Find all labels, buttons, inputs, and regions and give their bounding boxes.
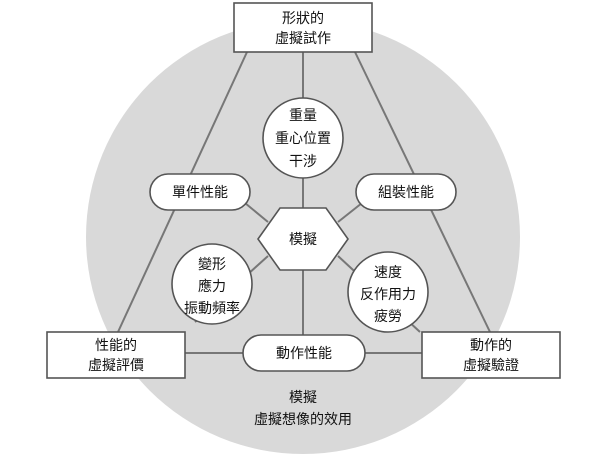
node-pill	[149, 173, 251, 211]
node-circle	[262, 97, 344, 179]
node-simulation-center: 模擬	[257, 207, 349, 271]
node-line3: 干涉	[289, 154, 317, 170]
node-deformation-stress: 變形 應力 振動頻率	[171, 243, 253, 325]
node-line2: 虛擬試作	[275, 31, 331, 47]
node-motion-virtual-verification: 動作的 虛擬驗證	[421, 331, 561, 379]
node-line2: 應力	[198, 278, 226, 295]
node-label: 模擬	[289, 232, 317, 248]
node-line2: 虛擬評價	[88, 357, 144, 374]
node-box	[421, 331, 561, 379]
caption-line2: 虛擬想像的效用	[254, 412, 352, 428]
node-motion-performance: 動作性能	[242, 334, 366, 372]
node-performance-virtual-evaluation: 性能的 虛擬評價	[46, 331, 186, 379]
node-line1: 速度	[374, 265, 402, 281]
node-line1: 形狀的	[282, 11, 324, 27]
node-circle	[347, 251, 429, 333]
node-pill	[242, 334, 366, 372]
node-shape-virtual-prototype: 形狀的 虛擬試作	[233, 2, 373, 53]
edge-unit-center	[244, 202, 269, 223]
node-line3: 振動頻率	[184, 300, 240, 317]
node-box	[46, 331, 186, 379]
node-label: 組裝性能	[378, 185, 434, 201]
node-line1: 動作的	[470, 338, 512, 354]
edge-assembly-center	[337, 202, 363, 223]
node-line1: 重量	[289, 108, 317, 124]
node-line3: 疲勞	[374, 308, 402, 325]
caption-line1: 模擬	[289, 390, 317, 406]
center-hexagon	[257, 207, 349, 271]
node-line1: 性能的	[95, 338, 137, 354]
node-assembly-performance: 組裝性能	[355, 173, 457, 211]
node-line1: 變形	[198, 257, 226, 273]
node-label: 單件性能	[172, 185, 228, 201]
node-line2: 虛擬驗證	[463, 357, 519, 374]
node-weight-interference: 重量 重心位置 干涉	[262, 97, 344, 179]
node-line2: 反作用力	[360, 287, 416, 303]
node-unit-performance: 單件性能	[149, 173, 251, 211]
node-label: 動作性能	[276, 346, 332, 362]
diagram-caption: 模擬 虛擬想像的效用	[254, 390, 352, 428]
node-box	[233, 2, 373, 53]
node-speed-reaction: 速度 反作用力 疲勞	[347, 251, 429, 333]
node-pill	[355, 173, 457, 211]
node-line2: 重心位置	[275, 131, 331, 147]
node-circle	[171, 243, 253, 325]
